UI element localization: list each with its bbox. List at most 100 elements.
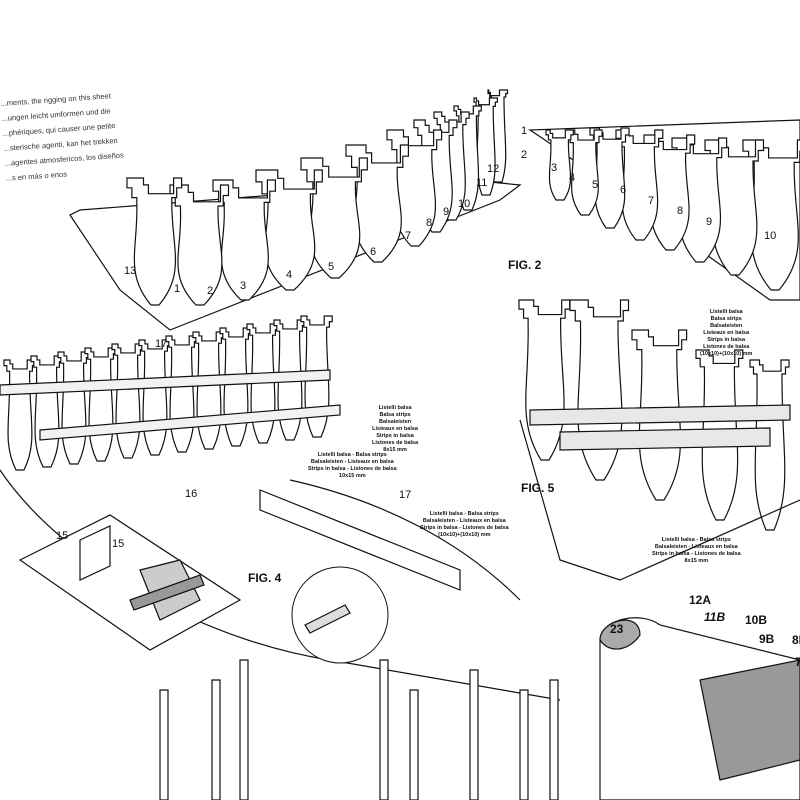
frame-label: 2 <box>521 149 528 161</box>
balsa-strip <box>559 427 771 451</box>
part-label: 9B <box>759 632 775 646</box>
frame-post <box>211 679 221 800</box>
frame-post <box>549 679 559 800</box>
note-line: 8x15 mm <box>383 447 407 453</box>
note-line: Listelli balsa <box>378 405 412 411</box>
part-label: 8B <box>792 633 800 647</box>
note-line: (10x10)+(10x10) mm <box>700 351 753 357</box>
part-label: 17 <box>399 489 412 501</box>
bulkhead-frame <box>84 347 117 462</box>
note-line: (10x10)+(10x10) mm <box>438 532 491 538</box>
intro-text: ...ments, the rigging on this sheet ...u… <box>0 88 125 186</box>
note-line: Strips in balsa <box>707 337 746 343</box>
transom-23 <box>599 619 641 650</box>
note-line: Listeaux en balsa <box>703 330 750 336</box>
balsa-strip-detail <box>259 489 461 591</box>
bulkhead-frame <box>566 129 603 216</box>
balsa-strip <box>39 404 341 441</box>
frame-label: 2 <box>207 285 214 297</box>
part-label: 10B <box>745 613 768 627</box>
bulkhead-frame <box>126 177 183 306</box>
frame-label: 11 <box>476 177 488 189</box>
note-line: Balsa strips <box>379 412 411 418</box>
fig4-title: FIG. 4 <box>248 571 282 585</box>
part-label: 7 <box>795 655 800 669</box>
frame-label: 8 <box>426 217 433 229</box>
note-line: Balsaleisten - Listeaux en balsa <box>422 518 506 524</box>
note-line: Balsaleisten <box>710 323 743 329</box>
note-line: Listelli balsa - Balsa strips <box>317 452 387 458</box>
frame-label: 1 <box>521 125 528 137</box>
bulkhead-frame <box>545 129 574 201</box>
part-label: 23 <box>610 622 624 636</box>
fig2-title: FIG. 2 <box>508 258 542 272</box>
bulkhead-frame <box>57 351 90 465</box>
note-line: Strips in balsa - Listones de balsa <box>420 525 509 531</box>
frame-label: 3 <box>551 162 558 174</box>
frame-label: 1 <box>174 283 181 295</box>
note-line: Listones de balsa <box>372 440 419 446</box>
part-label: 15 <box>112 538 125 550</box>
part-label: 11B <box>704 610 726 624</box>
frame-label: 10 <box>458 198 471 210</box>
frame-post <box>469 669 479 800</box>
frame-label: 3 <box>240 280 247 292</box>
frame-label: 4 <box>286 269 293 281</box>
frame-label: 9 <box>706 216 713 228</box>
frame-label: 4 <box>569 172 576 184</box>
note-line: Balsaleisten <box>379 419 412 425</box>
bulkhead-frame <box>569 299 630 481</box>
note-line: 8x15 mm <box>684 558 709 564</box>
note-line: Balsaleisten - Listeaux en balsa <box>654 544 738 550</box>
note-line: Listeaux en balsa <box>372 426 418 432</box>
bulkhead-frame <box>300 157 368 279</box>
frame-label: 6 <box>370 246 377 258</box>
frame-label: 8 <box>677 205 684 217</box>
frame-label: 13 <box>124 265 137 277</box>
bulkhead-frame <box>589 127 630 229</box>
bulkhead-frame <box>111 343 144 459</box>
frame-post <box>379 659 389 800</box>
bulkhead-frame <box>3 359 36 471</box>
bulkhead-frame <box>192 331 225 450</box>
file-tool <box>129 574 205 611</box>
keel-fig5 <box>519 419 800 581</box>
note-balsa-top: Listelli balsa Balsa strips Balsaleisten… <box>700 309 752 358</box>
fig5-title: FIG. 5 <box>521 481 555 495</box>
frame-label: 5 <box>328 261 335 273</box>
frame-post <box>409 689 419 800</box>
bulkhead-frame <box>165 335 198 453</box>
note-line: Strips in balsa - Listones de balsa <box>308 466 397 472</box>
note-balsa-10x15: Listelli balsa - Balsa strips Balsaleist… <box>308 452 397 480</box>
bulkhead-frame <box>473 97 498 196</box>
detail-panel <box>18 514 242 651</box>
frame-label: 12 <box>487 163 500 175</box>
deck-hatched <box>699 659 800 781</box>
bulkhead-frame <box>219 327 252 447</box>
block-15 <box>79 525 111 581</box>
balsa-strip <box>529 404 791 426</box>
note-line: Listones de balsa <box>703 344 750 350</box>
frame-label: 10 <box>764 230 777 242</box>
frame-post <box>239 659 249 800</box>
bulkhead-frame <box>138 339 171 456</box>
bulkhead-frame <box>615 129 664 241</box>
note-line: Strips in balsa - Listones de balsa <box>652 551 741 557</box>
part-label: 15 <box>56 530 69 542</box>
note-line: Listelli balsa - Balsa strips <box>661 537 731 543</box>
hull-curve <box>289 479 521 601</box>
frame-post <box>159 689 169 800</box>
frame-label: 7 <box>405 230 412 242</box>
frame-post <box>519 689 529 800</box>
bulkhead-frame <box>212 179 276 301</box>
bulkhead-frame <box>255 169 323 291</box>
note-line: Balsa strips <box>710 316 742 322</box>
note-line: 10x15 mm <box>339 473 366 479</box>
pin-icon <box>304 604 351 634</box>
balsa-strip <box>0 369 331 396</box>
part-label: 16 <box>185 488 198 500</box>
frame-label: 6 <box>620 184 627 196</box>
part-label: 12A <box>689 593 712 607</box>
